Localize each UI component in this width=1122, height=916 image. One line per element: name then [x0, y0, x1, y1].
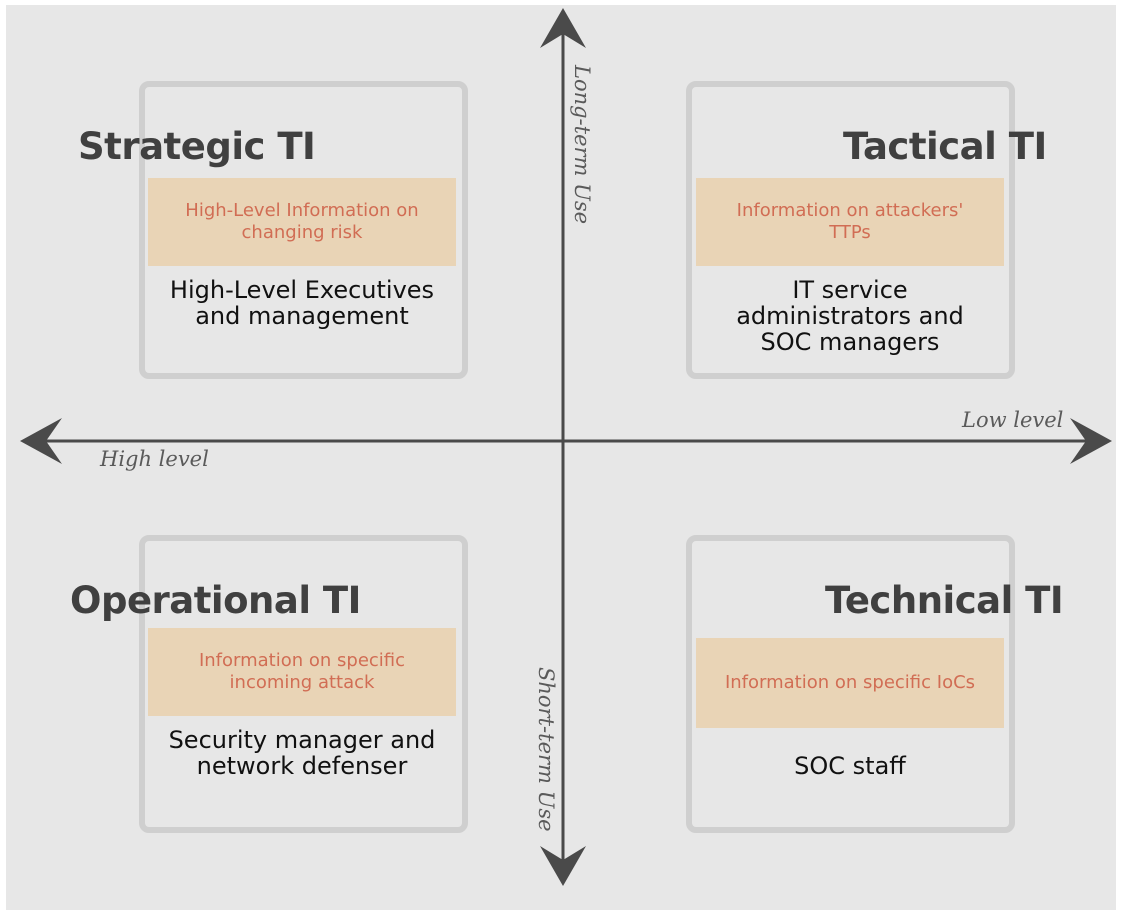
strategic-info-text: High-Level Information on changing risk: [185, 200, 419, 243]
tactical-info-text: Information on attackers' TTPs: [736, 200, 964, 243]
operational-audience-text: Security manager and network defenser: [168, 726, 436, 780]
strategic-title: Strategic TI: [78, 125, 316, 168]
tactical-info-band: Information on attackers' TTPs: [696, 178, 1004, 266]
technical-info-text: Information on specific IoCs: [724, 672, 976, 694]
strategic-audience-text: High-Level Executives and management: [169, 276, 435, 330]
operational-title: Operational TI: [70, 579, 361, 622]
technical-frame: [686, 535, 1015, 833]
arrow-left-icon: [20, 418, 62, 464]
high-level-label: High level: [100, 447, 209, 471]
arrow-down-icon: [540, 846, 586, 886]
operational-info-band: Information on specific incoming attack: [148, 628, 456, 716]
tactical-audience-text: IT service administrators and SOC manage…: [736, 276, 964, 356]
technical-title: Technical TI: [825, 579, 1064, 622]
technical-audience-box: SOC staff: [696, 728, 1004, 824]
low-level-label: Low level: [962, 408, 1064, 432]
strategic-audience-box: High-Level Executives and management: [148, 266, 456, 370]
arrow-up-icon: [540, 8, 586, 48]
tactical-title: Tactical TI: [843, 125, 1047, 168]
long-term-use-label: Long-term Use: [570, 65, 594, 225]
tactical-audience-box: IT service administrators and SOC manage…: [696, 266, 1004, 370]
arrow-right-icon: [1070, 418, 1112, 464]
strategic-info-band: High-Level Information on changing risk: [148, 178, 456, 266]
technical-audience-text: SOC staff: [794, 752, 906, 780]
short-term-use-label: Short-term Use: [534, 667, 558, 832]
strategic-frame: [139, 81, 468, 379]
operational-info-text: Information on specific incoming attack: [198, 650, 406, 693]
operational-frame: [139, 535, 468, 833]
operational-audience-box: Security manager and network defenser: [148, 716, 456, 824]
tactical-frame: [686, 81, 1015, 379]
technical-info-band: Information on specific IoCs: [696, 638, 1004, 728]
